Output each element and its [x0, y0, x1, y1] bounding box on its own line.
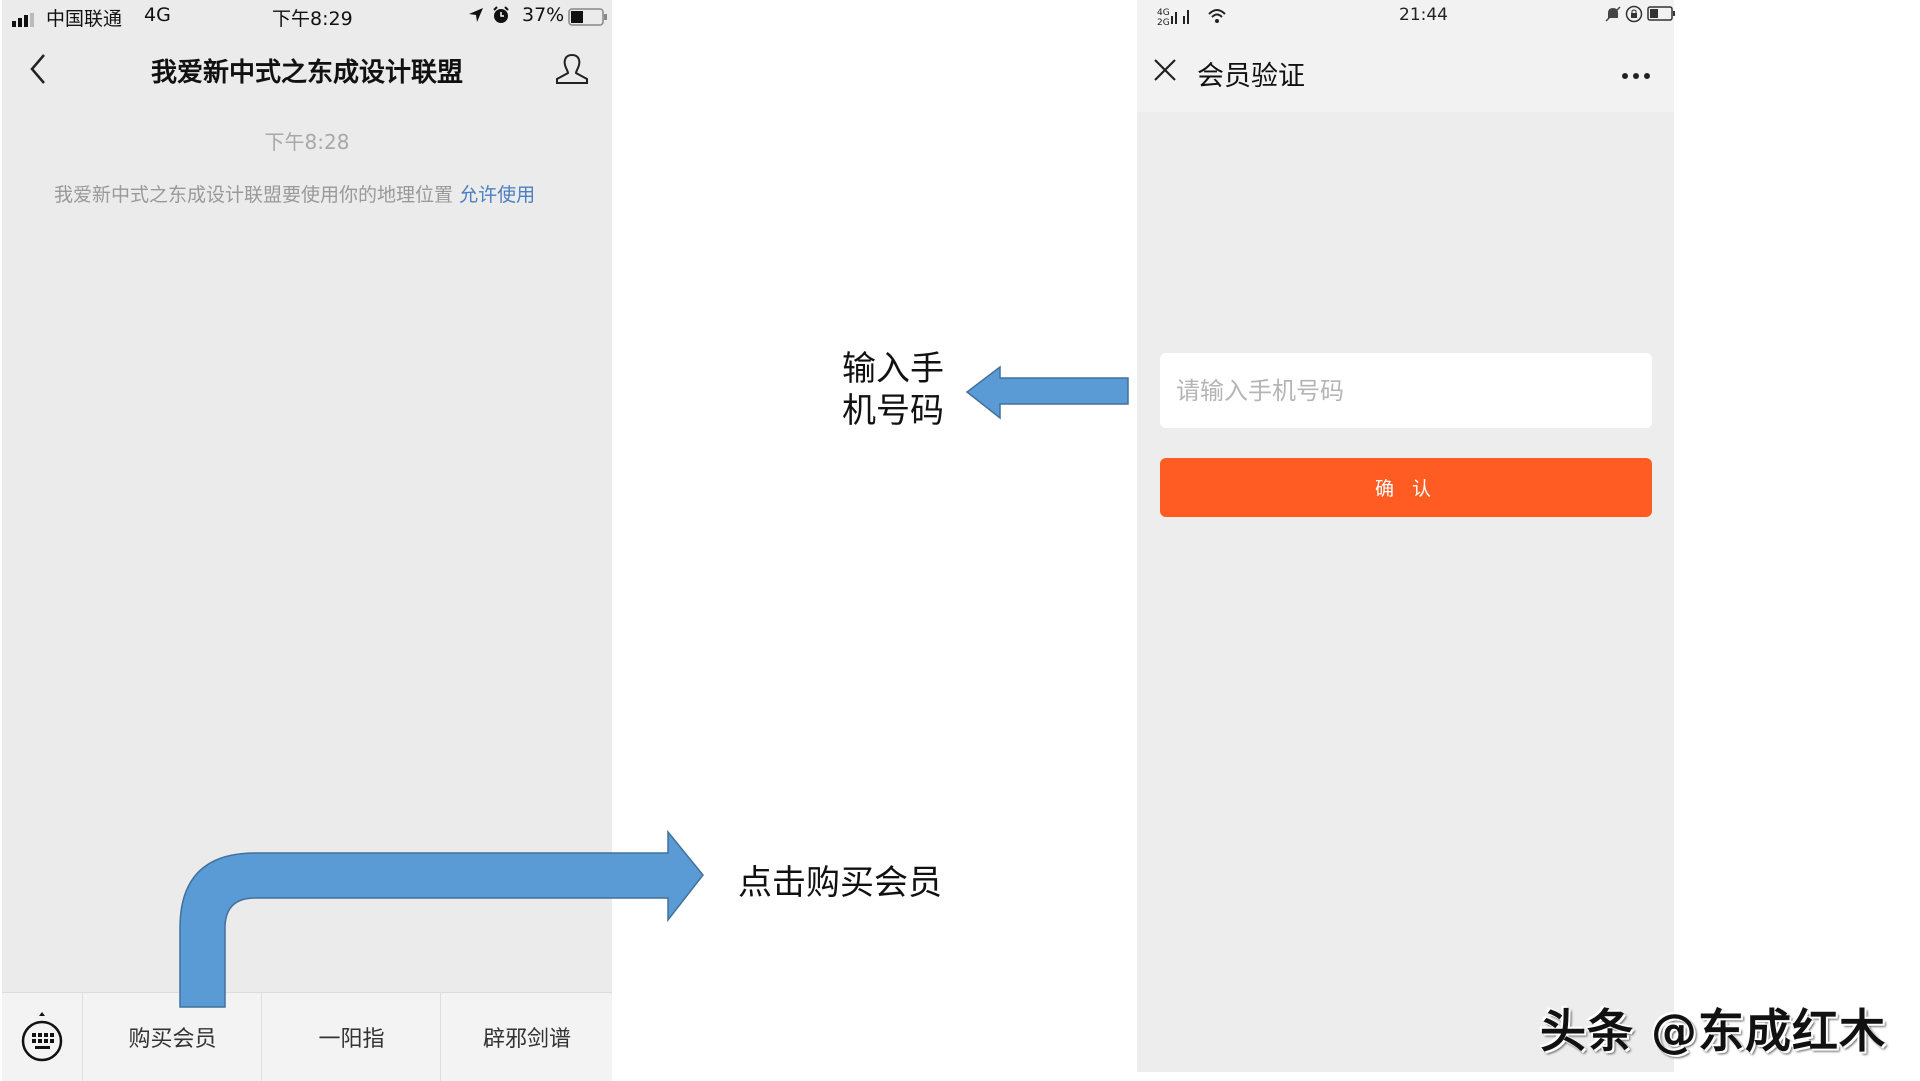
click-buy-annotation: 点击购买会员 [738, 863, 942, 903]
menu-item-bixie-jianpu[interactable]: 辟邪剑谱 [440, 993, 613, 1081]
back-button[interactable] [28, 52, 48, 90]
notice-text: 我爱新中式之东成设计联盟要使用你的地理位置 [54, 184, 454, 206]
profile-button[interactable] [554, 52, 590, 90]
location-icon [468, 6, 484, 28]
left-phone-screen: 中国联通 4G 下午8:29 37% 我爱新中式之东成设计联盟 下午8:28 我… [2, 0, 612, 1081]
battery-icon [568, 8, 608, 31]
enter-phone-line1: 输入手 [842, 349, 944, 389]
watermark: 头条 @东成红木 [1540, 1004, 1887, 1058]
status-time: 下午8:29 [272, 8, 353, 30]
enter-phone-line2: 机号码 [842, 391, 944, 431]
phone-number-input[interactable] [1160, 353, 1652, 428]
svg-text:2G: 2G [1157, 18, 1170, 26]
status-time: 21:44 [1399, 5, 1448, 25]
keyboard-toggle-button[interactable] [2, 993, 82, 1081]
more-icon [1622, 73, 1650, 79]
location-permission-notice: 我爱新中式之东成设计联盟要使用你的地理位置 允许使用 [54, 182, 574, 208]
more-options-button[interactable] [1621, 66, 1653, 85]
carrier-name: 中国联通 [46, 8, 123, 30]
battery-percent: 37% [522, 4, 565, 26]
rotation-lock-icon [1625, 5, 1643, 28]
allow-location-link[interactable]: 允许使用 [459, 184, 536, 206]
alarm-icon [492, 6, 510, 29]
person-icon [556, 53, 588, 84]
left-arrow-annotation [965, 365, 1129, 420]
bottom-menu-bar: 购买会员 一阳指 辟邪剑谱 [2, 992, 612, 1081]
message-timestamp: 下午8:28 [264, 130, 350, 154]
enter-phone-annotation: 输入手 机号码 [842, 348, 944, 432]
keyboard-icon [21, 1012, 63, 1062]
signal-icon [12, 10, 38, 32]
mute-icon [1604, 5, 1622, 28]
svg-text:4G: 4G [1157, 8, 1170, 18]
confirm-button[interactable]: 确 认 [1160, 458, 1652, 517]
battery-icon [1647, 6, 1677, 27]
close-button[interactable] [1153, 58, 1177, 86]
chevron-left-icon [30, 54, 45, 84]
menu-item-buy-membership[interactable]: 购买会员 [82, 993, 262, 1081]
network-type: 4G [144, 4, 171, 26]
menu-item-yiyangzhi[interactable]: 一阳指 [261, 993, 441, 1081]
page-title: 我爱新中式之东成设计联盟 [150, 58, 463, 88]
page-title: 会员验证 [1197, 61, 1305, 92]
close-icon [1154, 59, 1176, 81]
header-bar [1137, 0, 1674, 112]
